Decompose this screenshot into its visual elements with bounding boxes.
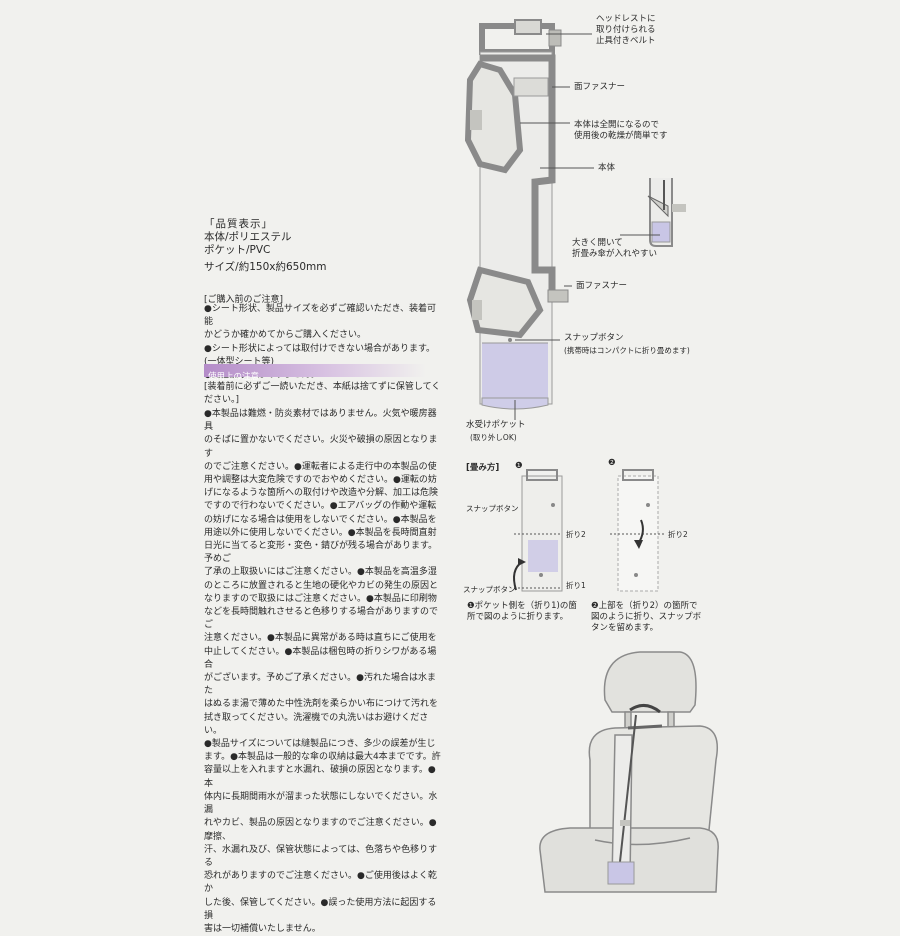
- label-headrest-belt: ヘッドレストに 取り付けられる 止具付きベルト: [596, 14, 656, 46]
- label-snap-button: スナップボタン: [564, 333, 624, 343]
- label-velcro-top: 面ファスナー: [574, 82, 626, 92]
- fold-step2-number: ❷: [608, 458, 616, 468]
- fold-step1-diagram: [513, 469, 563, 592]
- fold2-label-right: 折り2: [668, 530, 688, 539]
- fold-step2-text: ❷上部を（折り2）の箇所で 図のように折り、スナップボ タンを留めます。: [591, 601, 702, 633]
- product-diagram: [464, 19, 719, 893]
- usage-notes-bar: 使用上の注意: [204, 364, 426, 382]
- fold-snap-label-top: スナップボタン: [466, 504, 519, 513]
- folding-heading: [畳み方]: [466, 463, 500, 473]
- label-removable: (取り外しOK): [470, 433, 517, 442]
- fold-step2-diagram: [610, 469, 666, 592]
- purchase-notes-heading: [ご購入前のご注意]: [204, 295, 284, 305]
- usage-notes-heading: 使用上の注意: [208, 372, 260, 382]
- fold2-label-left: 折り2: [566, 530, 586, 539]
- fold1-label-left: 折り1: [566, 581, 586, 590]
- label-snap-note: (携帯時はコンパクトに折り畳めます): [564, 346, 690, 355]
- label-water-pocket: 水受けポケット: [466, 420, 526, 430]
- spec-material-pocket: ポケット/PVC: [204, 244, 271, 256]
- label-body: 本体: [598, 163, 616, 173]
- umbrella-holder-body: [464, 51, 569, 410]
- fold-step1-number: ❶: [515, 461, 523, 471]
- label-full-open: 本体は全開になるので 使用後の乾燥が簡単です: [574, 120, 668, 141]
- spec-size: サイズ/約150x約650mm: [204, 261, 327, 273]
- label-velcro-mid: 面ファスナー: [576, 281, 628, 291]
- usage-notes-intro: [装着前に必ずご一読いただき、本紙は捨てずに保管してく ださい。]: [204, 382, 441, 406]
- spec-title: 「品質表示」: [204, 218, 273, 230]
- spec-material-body: 本体/ポリエステル: [204, 231, 292, 243]
- folding-umbrella-inset: [620, 178, 686, 247]
- fold-step1-text: ❶ポケット側を（折り1)の箇 所で図のように折ります。: [467, 601, 577, 622]
- headrest-belt: [479, 19, 562, 55]
- holder-on-seat: [607, 704, 663, 885]
- usage-notes-body: ●本製品は難燃・防炎素材ではありません。火気や暖房器具 のそばに置かないでくださ…: [204, 409, 441, 934]
- fold-snap-label-bottom: スナップボタン: [463, 585, 516, 594]
- label-folding-umbrella: 大きく開いて 折畳み傘が入れやすい: [572, 238, 658, 259]
